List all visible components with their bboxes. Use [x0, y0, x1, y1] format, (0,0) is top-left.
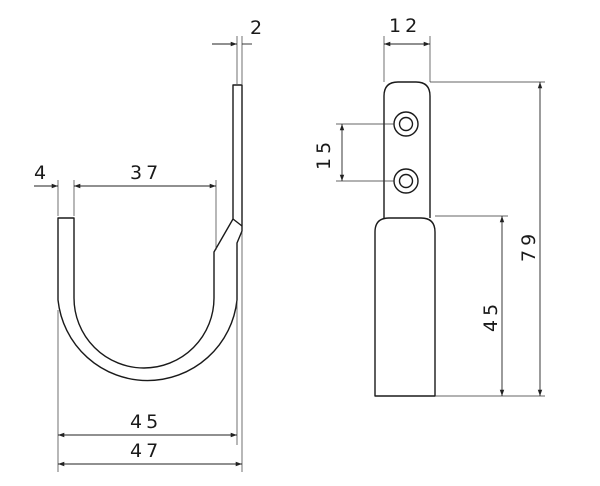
dimension-label-37: 37	[130, 162, 162, 184]
dimension-label-12: 12	[389, 15, 421, 37]
dimension-label-4: 4	[34, 162, 50, 184]
screw-hole-lower	[393, 168, 419, 194]
dimension-inner-opening: 37	[74, 162, 216, 189]
dimension-label-15: 15	[313, 138, 335, 170]
dimension-thickness: 2	[212, 17, 266, 47]
dimension-label-2: 2	[250, 17, 266, 39]
dimension-total-height: 79	[518, 82, 543, 396]
hook-body	[374, 217, 436, 397]
front-view-extension-lines	[336, 36, 545, 397]
hook-profile	[57, 84, 243, 382]
dimension-label-79: 79	[518, 230, 540, 262]
dimension-strap-width: 12	[384, 15, 430, 47]
dimension-label-47: 47	[130, 440, 162, 462]
dimension-overall-width: 47	[58, 440, 242, 467]
mounting-strap	[383, 81, 431, 218]
dimension-label-45-width: 45	[130, 411, 162, 433]
screw-hole-upper	[393, 111, 419, 137]
dimension-lower-height: 45	[480, 216, 505, 396]
hook-bend-detail	[232, 218, 243, 227]
dimension-wall: 4	[34, 162, 58, 189]
dimension-inner-width: 45	[58, 411, 237, 438]
dimension-label-45-height: 45	[480, 300, 502, 332]
side-view: 2 4 37 45 47	[34, 17, 266, 472]
dimension-hole-pitch: 15	[313, 124, 345, 181]
front-view: 12 15 79 45	[313, 15, 545, 397]
